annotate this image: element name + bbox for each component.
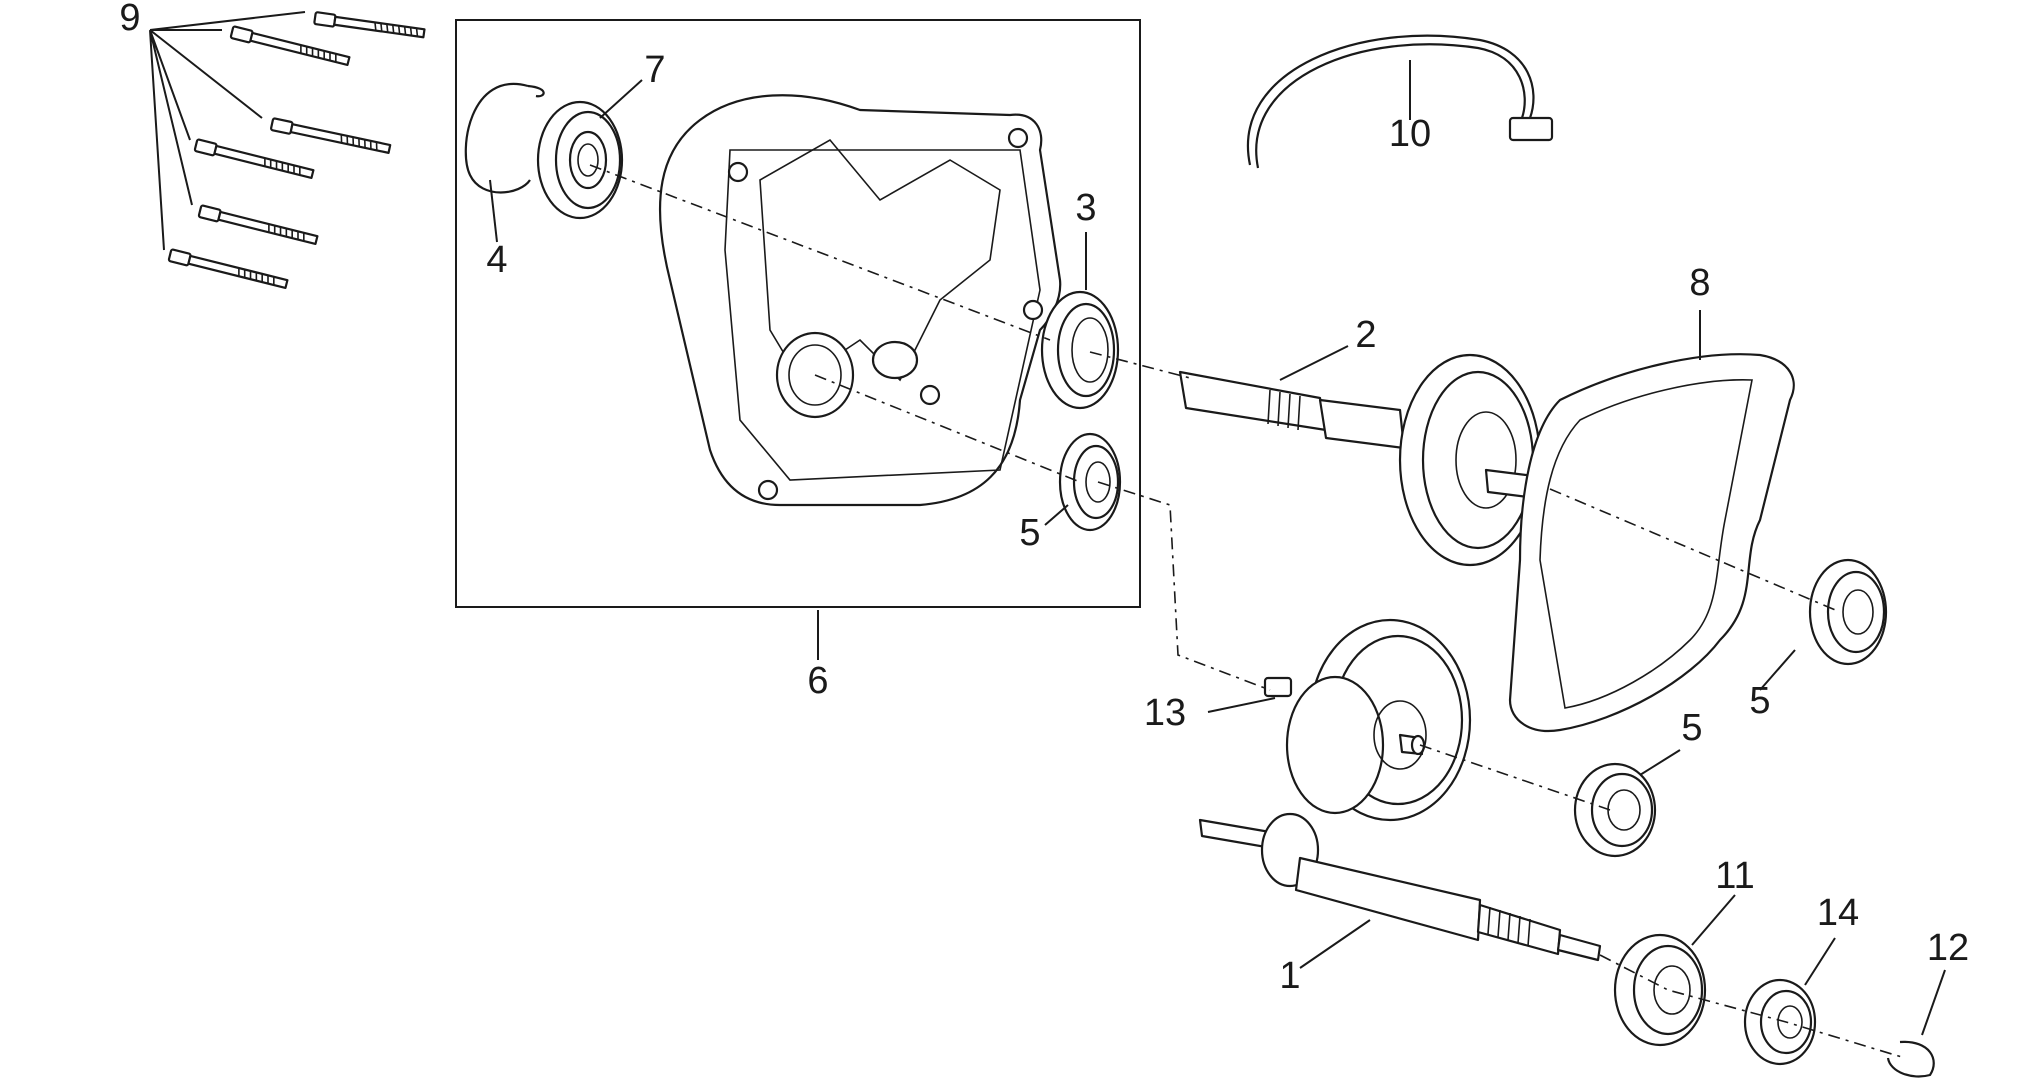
callout-1: 1 [1279,955,1300,997]
callout-8: 8 [1689,262,1710,304]
circlip-12 [1886,1040,1935,1078]
callout-7: 7 [644,49,665,91]
bolt [197,204,319,246]
callout-6: 6 [807,660,828,702]
callout-5: 5 [1749,680,1770,722]
callout-5: 5 [1019,512,1040,554]
callout-12: 12 [1927,927,1969,969]
bolt [229,25,351,67]
callout-3: 3 [1075,187,1096,229]
connector-10 [1508,116,1554,142]
callout-9: 9 [119,0,140,39]
input-shaft-1 [1198,812,1602,962]
gasket-8 [1508,353,1795,733]
bearing-5-housing [1058,432,1122,532]
bearing-5-lower [1573,762,1657,858]
bolt [167,248,289,290]
gear-housing-6 [658,94,1062,507]
callout-11: 11 [1715,855,1754,897]
intermediate-gear-13 [1263,618,1472,822]
wire-harness-10 [1246,34,1554,169]
callouts: 9 7 4 3 2 5 6 10 8 5 5 13 1 11 14 12 [119,0,1969,997]
callout-4: 4 [486,239,507,281]
bolts-9 [149,11,426,290]
bearing-7 [536,100,624,220]
alignment-axes [589,164,1906,1059]
circlip-4 [464,82,545,194]
callout-13: 13 [1144,692,1186,734]
leader-lines [489,60,1946,1036]
assembly-6-frame [455,19,1141,608]
gasket-8-inner [1539,379,1753,709]
output-shaft-gear-2 [1178,353,1558,567]
callout-10: 10 [1389,113,1431,155]
bearing-5-right [1808,558,1888,666]
bolt [313,11,426,39]
callout-14: 14 [1817,892,1859,934]
bearing-11 [1613,933,1707,1047]
bolt [193,138,315,180]
seal-14 [1743,978,1817,1066]
callout-5: 5 [1681,707,1702,749]
callout-2: 2 [1355,314,1376,356]
bolt [270,117,392,154]
oil-seal-3 [1040,290,1120,410]
